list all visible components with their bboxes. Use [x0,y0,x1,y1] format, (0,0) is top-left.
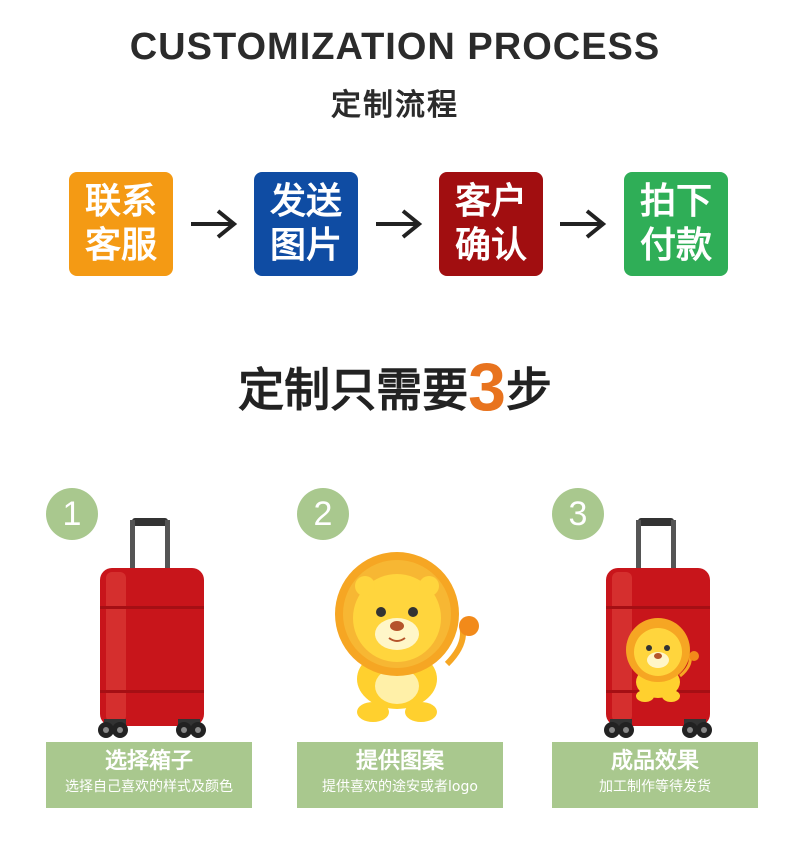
step-label: 成品效果 加工制作等待发货 [552,742,758,808]
arrow-right-icon [560,209,607,239]
step-title: 成品效果 [610,749,699,774]
process-step-place-order-pay: 拍下付款 [624,172,728,276]
step-title: 选择箱子 [104,749,193,774]
process-step-line: 客服 [84,225,157,266]
process-step-contact-service: 联系客服 [69,172,173,276]
step-label: 提供图案 提供喜欢的途安或者logo [297,742,503,808]
title-chinese: 定制流程 [331,88,459,123]
process-step-send-image: 发送图片 [254,172,358,276]
title-english: CUSTOMIZATION PROCESS [129,26,661,68]
process-flow: 联系客服 发送图片 客户确认 拍下付款 [0,172,790,276]
process-step-line: 发送 [269,181,342,222]
step-number: 1 [46,488,98,540]
steps-heading-number: 3 [468,349,506,425]
step-choose-suitcase: 1 选择箱子 选择自己喜欢的样式及颜色 [46,488,276,818]
process-step-line: 付款 [639,225,712,266]
step-label: 选择箱子 选择自己喜欢的样式及颜色 [46,742,252,808]
arrow-right-icon [191,209,238,239]
red-suitcase-icon [98,518,206,738]
steps-heading-suffix: 步 [505,363,552,417]
process-step-customer-confirm: 客户确认 [439,172,543,276]
step-number: 3 [552,488,604,540]
process-step-line: 拍下 [639,181,712,222]
process-step-line: 联系 [84,181,157,222]
step-description: 加工制作等待发货 [599,779,711,795]
step-description: 选择自己喜欢的样式及颜色 [65,779,233,795]
step-number: 2 [297,488,349,540]
process-step-line: 确认 [454,225,527,266]
lion-cartoon-icon [335,552,479,722]
process-step-line: 图片 [269,225,342,266]
suitcase-with-lion-icon [604,518,712,738]
arrow-right-icon [376,209,423,239]
steps-heading-prefix: 定制只需要 [238,363,469,417]
step-title: 提供图案 [355,749,444,774]
process-step-line: 客户 [454,181,527,222]
step-provide-pattern: 2 提供图案 提供喜欢的途安或者logo [297,488,527,818]
step-description: 提供喜欢的途安或者logo [322,779,478,795]
steps-heading: 定制只需要3步 [0,348,790,426]
step-final-result: 3 成品效果 加工制作等待发货 [552,488,782,818]
